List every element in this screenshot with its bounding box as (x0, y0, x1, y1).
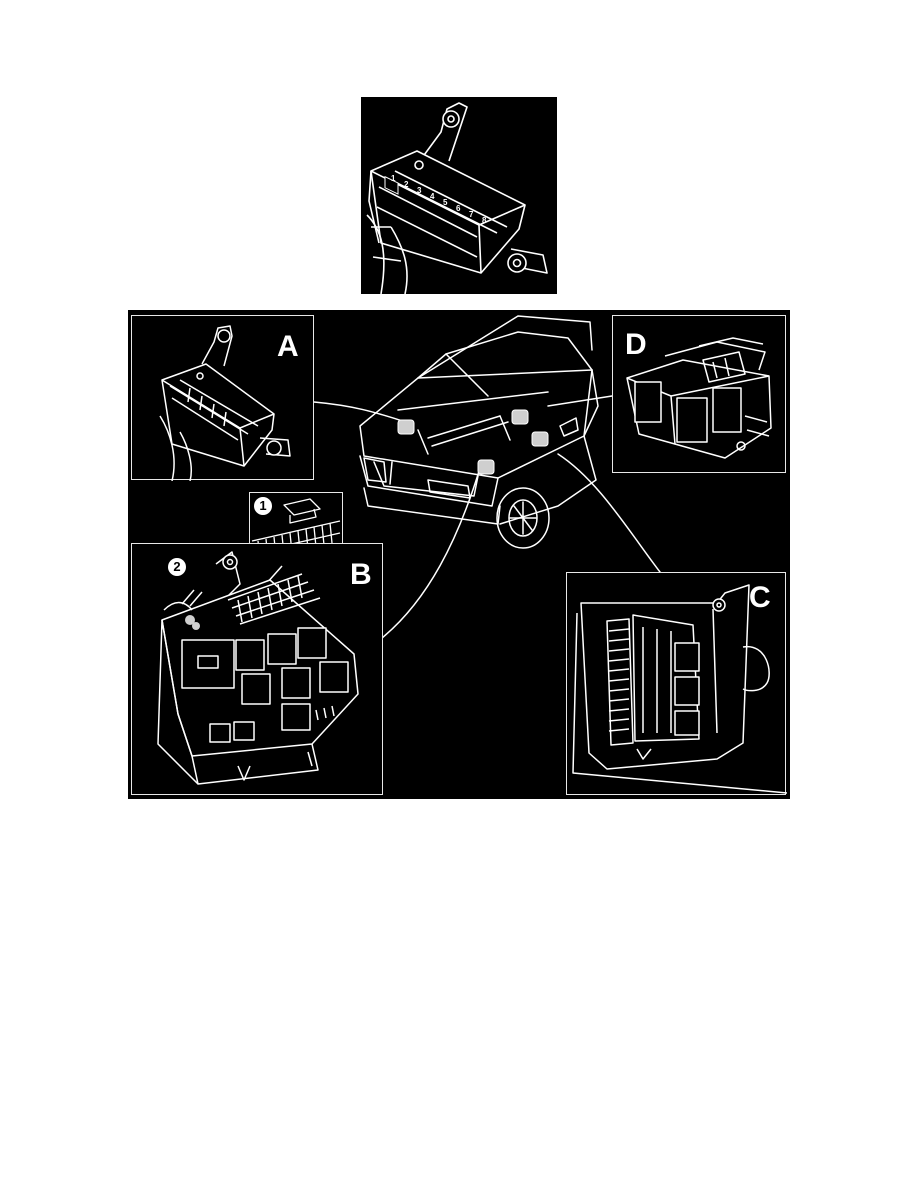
callout-2: 2 (168, 558, 186, 576)
inset-c-label: C (749, 581, 771, 614)
callout-1: 1 (254, 497, 272, 515)
relay-number-6: 6 (456, 204, 461, 213)
relay-number-4: 4 (430, 192, 435, 201)
inset-c: C (566, 572, 787, 795)
inset-d-relays (626, 337, 772, 459)
inset-c-fuse-panel (572, 584, 787, 794)
relay-location-markers (397, 409, 549, 475)
relay-number-5: 5 (443, 198, 448, 207)
relay-number-row (384, 175, 399, 195)
relay-number-3: 3 (417, 186, 422, 195)
relay-number-2: 2 (404, 180, 409, 189)
location-marker-c (531, 431, 549, 447)
location-marker-b (477, 459, 495, 475)
inset-d: D (612, 315, 786, 473)
relay-box-illustration: 1 2 3 4 5 6 7 8 (366, 102, 548, 294)
relay-number-1: 1 (391, 174, 396, 183)
location-marker-d (511, 409, 529, 425)
car-illustration (313, 315, 661, 639)
inset-b: 2 B (131, 543, 383, 795)
inset-d-label: D (625, 328, 647, 361)
relay-number-8: 8 (482, 216, 487, 225)
inset-a: A (131, 315, 314, 481)
inset-a-label: A (277, 330, 299, 363)
inset-b-fuse-box (157, 551, 359, 785)
inset-a-relay-box (159, 325, 291, 481)
top-relay-box-image: 1 2 3 4 5 6 7 8 (361, 97, 557, 294)
inset-b-label: B (350, 558, 372, 591)
location-marker-a (397, 419, 415, 435)
relay-number-7: 7 (469, 210, 474, 219)
main-diagram: A D (128, 310, 790, 799)
